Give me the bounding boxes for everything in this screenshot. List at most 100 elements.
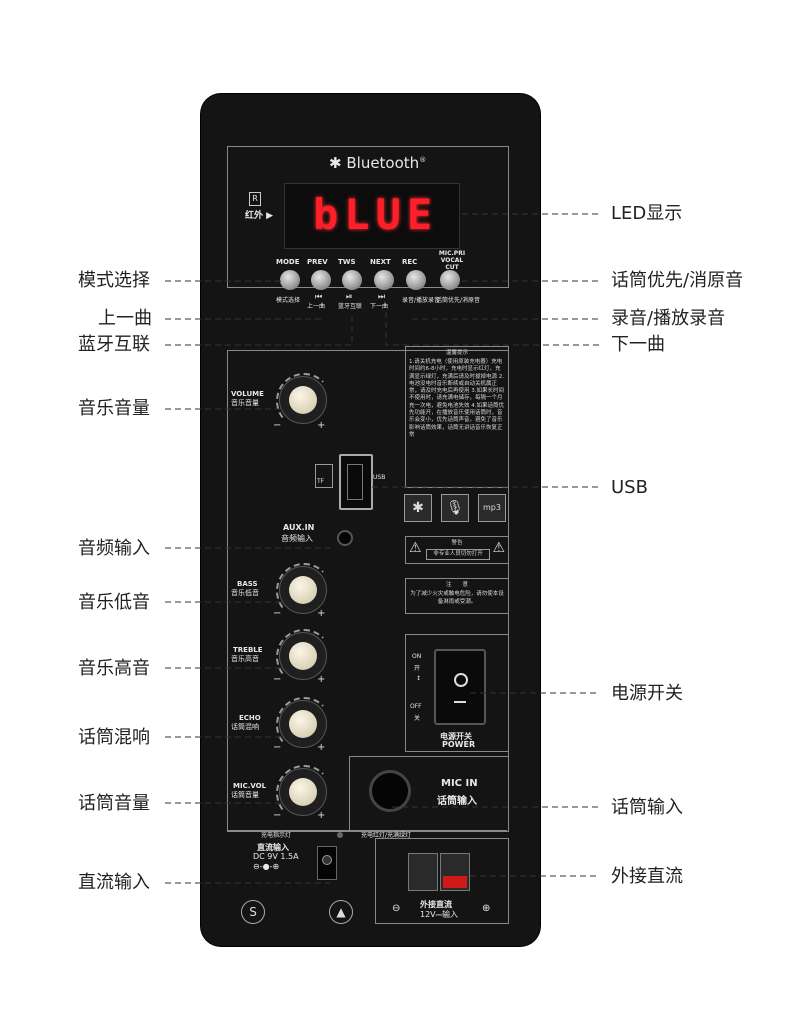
callout-vocal-cut: 话筒优先/消原音 <box>611 270 744 291</box>
callout-mic-in: 话筒输入 <box>611 797 683 818</box>
aux-label-en: AUX.IN <box>283 523 315 532</box>
button-3[interactable] <box>342 270 362 290</box>
notice-body: 1.请关机充电（使用原装充电器）充电时间约6-8小时，充电时显示红灯，充满显示绿… <box>409 359 504 438</box>
button-4[interactable] <box>374 270 394 290</box>
mic-in-jack[interactable] <box>369 770 411 812</box>
on-label-cn: 开 <box>414 665 421 672</box>
switch-arrow: ↕ <box>416 675 422 682</box>
registered-mark: ® <box>419 156 427 164</box>
callout-mode-select: 模式选择 <box>78 270 150 291</box>
callout-rec-play: 录音/播放录音 <box>611 308 726 329</box>
callout-treble: 音乐高音 <box>78 658 150 679</box>
micvol-label-en: MIC.VOL <box>233 782 267 790</box>
aux-label-cn: 音频输入 <box>281 534 313 543</box>
off-label: OFF <box>410 703 422 710</box>
button-label-top: MODE <box>276 258 300 266</box>
dc-in-jack[interactable] <box>317 846 337 880</box>
volume-minus: − <box>273 420 282 431</box>
volume-knob[interactable] <box>276 373 332 429</box>
bluetooth-brand-text: Bluetooth <box>346 154 420 172</box>
bass-knob[interactable] <box>276 563 332 619</box>
treble-knob[interactable] <box>276 629 332 685</box>
button-label-top: NEXT <box>370 258 391 266</box>
warning-text: 非专业人员切勿打开 <box>426 549 490 560</box>
button-glyph-icon: ⏭ <box>378 292 386 301</box>
off-label-cn: 关 <box>414 715 421 722</box>
warning-icon-right: ⚠ <box>492 540 505 556</box>
red-terminal-tab <box>443 876 467 888</box>
callout-dc-in: 直流输入 <box>78 872 150 893</box>
ext-dc-plus: ⊕ <box>482 903 491 914</box>
echo-label-cn: 话筒混响 <box>231 723 259 731</box>
volume-label-cn: 音乐音量 <box>231 399 259 407</box>
led-text: bLUE <box>313 190 439 239</box>
button-1[interactable] <box>280 270 300 290</box>
usb-port-inner <box>347 464 363 500</box>
button-label-top: PREV <box>307 258 328 266</box>
tf-label: TF <box>317 478 325 485</box>
bass-label-en: BASS <box>237 580 258 588</box>
dc-spec: DC 9V 1.5A <box>253 852 299 861</box>
brand-logo-right: ▲ <box>329 900 353 924</box>
treble-minus: − <box>273 674 282 685</box>
notice-panel: 温馨提示 1.请关机充电（使用原装充电器）充电时间约6-8小时，充电时显示红灯，… <box>405 346 509 488</box>
mp3-mode-icon: mp3 <box>478 494 506 522</box>
warning-panel: ⚠ 警告 非专业人员切勿打开 ⚠ <box>405 536 509 564</box>
callout-ext-dc: 外接直流 <box>611 866 683 887</box>
volume-plus: + <box>317 420 326 431</box>
ext-dc-section: ⊖ 外接直流 12V⎓输入 ⊕ <box>375 838 509 924</box>
echo-minus: − <box>273 742 282 753</box>
button-label-top: TWS <box>338 258 356 266</box>
treble-label-cn: 音乐高音 <box>231 655 259 663</box>
caution-title: 注 意 <box>445 582 468 588</box>
tf-card-slot[interactable] <box>315 464 333 488</box>
treble-plus: + <box>317 674 326 685</box>
callout-bass: 音乐低音 <box>78 592 150 613</box>
button-label-bottom: 模式选择 <box>276 297 301 304</box>
charge-lamp-label: 充电指示灯 <box>261 832 292 839</box>
power-section: ON 开 ↕ OFF 关 电源开关 POWER <box>405 634 509 752</box>
echo-label-en: ECHO <box>239 714 261 722</box>
micvol-minus: − <box>273 810 282 821</box>
usb-port[interactable] <box>339 454 373 510</box>
mic-in-label-cn: 话筒输入 <box>437 796 477 807</box>
usb-label: USB <box>373 474 386 481</box>
micvol-plus: + <box>317 810 326 821</box>
caution-panel: 注 意 为了减少火灾或触电危险，请勿使本设备淋雨或受潮。 <box>405 578 509 614</box>
bluetooth-logo: ✱ Bluetooth® <box>329 154 426 172</box>
mic-volume-knob[interactable] <box>276 765 332 821</box>
dc-section <box>227 830 507 831</box>
bluetooth-icon: ✱ <box>329 154 342 172</box>
button-glyph-icon: ⏮ <box>315 292 323 301</box>
bt-mode-icon: ✱ <box>404 494 432 522</box>
on-label: ON <box>412 653 422 660</box>
volume-label-en: VOLUME <box>231 390 264 398</box>
mic-mode-icon: 🎙 <box>441 494 469 522</box>
rocker-off-symbol <box>454 701 466 703</box>
mic-in-section <box>349 756 508 832</box>
button-label-bottom: 录音/播放录音 <box>402 297 441 304</box>
callout-music-volume: 音乐音量 <box>78 398 150 419</box>
treble-label-en: TREBLE <box>233 646 263 654</box>
callout-power-switch: 电源开关 <box>611 683 683 704</box>
caution-text: 为了减少火灾或触电危险，请勿使本设备淋雨或受潮。 <box>410 591 504 605</box>
callout-led: LED显示 <box>611 203 683 224</box>
button-label-bottom: 话筒优先/消原音 <box>436 297 481 304</box>
rocker-on-symbol <box>454 673 468 687</box>
button-label-top: MIC.PRI VOCAL CUT <box>438 250 466 271</box>
ir-sensor-icon: R <box>249 192 261 206</box>
micvol-label-cn: 话筒音量 <box>231 791 259 799</box>
echo-plus: + <box>317 742 326 753</box>
echo-knob[interactable] <box>276 697 332 753</box>
ext-dc-terminal-black[interactable] <box>408 853 438 891</box>
button-glyph-icon: ⏯ <box>346 292 353 301</box>
aux-jack[interactable] <box>337 530 353 546</box>
button-5[interactable] <box>406 270 426 290</box>
power-rocker-switch[interactable] <box>434 649 486 725</box>
ext-dc-terminal-red[interactable] <box>440 853 470 891</box>
button-6[interactable] <box>440 270 460 290</box>
warning-title: 警告 <box>451 540 463 546</box>
button-2[interactable] <box>311 270 331 290</box>
warning-icon-left: ⚠ <box>409 540 422 556</box>
